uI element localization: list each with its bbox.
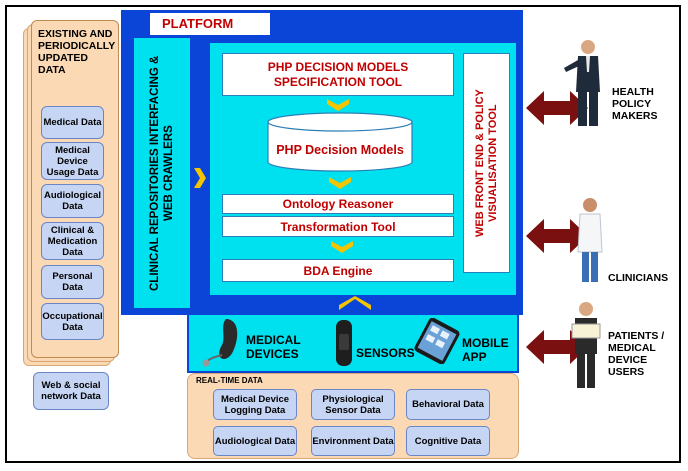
decision-models-label: PHP Decision Models	[276, 143, 404, 157]
chevron-right-icon	[194, 168, 206, 188]
mobile-app-label: MOBILE APP	[462, 336, 509, 364]
web-front-label: WEB FRONT END & POLICY VISUALISATION TOO…	[473, 89, 499, 237]
bda-engine-box: BDA Engine	[222, 259, 454, 282]
clinician-figure	[577, 198, 603, 282]
existing-item-3: Clinical & Medication Data	[41, 222, 104, 260]
patient-figure	[571, 302, 601, 388]
devices-panel	[187, 313, 519, 373]
chevron-down-icon	[331, 241, 353, 253]
double-arrow-icon	[526, 219, 588, 253]
transformation-box: Transformation Tool	[222, 216, 454, 237]
realtime-item-4: Environment Data	[311, 426, 395, 456]
web-social-box: Web & social network Data	[33, 372, 109, 410]
chevron-down-icon	[329, 177, 351, 189]
policy-maker-figure	[564, 40, 600, 126]
double-arrow-icon	[526, 91, 588, 125]
sensors-label: SENSORS	[356, 346, 415, 360]
existing-item-5: Occupational Data	[41, 303, 104, 340]
realtime-title: REAL-TIME DATA	[196, 376, 263, 385]
existing-item-2: Audiological Data	[41, 184, 104, 218]
existing-item-0: Medical Data	[41, 106, 104, 139]
crawlers-panel: CLINICAL REPOSITORIES INTERFACING & WEB …	[134, 38, 190, 308]
existing-item-1: Medical Device Usage Data	[41, 142, 104, 180]
platform-title: PLATFORM	[150, 13, 270, 35]
policy-makers-label: HEALTH POLICY MAKERS	[612, 86, 658, 122]
clinicians-label: CLINICIANS	[608, 272, 669, 284]
chevron-down-icon	[327, 99, 349, 111]
realtime-item-3: Audiological Data	[213, 426, 297, 456]
realtime-item-5: Cognitive Data	[406, 426, 490, 456]
existing-data-title: EXISTING AND PERIODICALLY UPDATED DATA	[38, 28, 116, 76]
web-front-panel: WEB FRONT END & POLICY VISUALISATION TOO…	[463, 53, 510, 273]
smartphone-icon	[414, 318, 460, 364]
patients-label: PATIENTS / MEDICAL DEVICE USERS	[608, 330, 665, 378]
chevron-up-icon	[339, 296, 371, 310]
realtime-item-1: Physiological Sensor Data	[311, 389, 395, 420]
database-icon	[267, 112, 413, 172]
realtime-item-0: Medical Device Logging Data	[213, 389, 297, 420]
fitness-band-icon	[336, 320, 352, 366]
crawlers-label: CLINICAL REPOSITORIES INTERFACING & WEB …	[149, 55, 175, 291]
medical-devices-label: MEDICAL DEVICES	[246, 333, 301, 361]
ontology-box: Ontology Reasoner	[222, 194, 454, 214]
hearing-aid-icon	[202, 319, 238, 367]
realtime-item-2: Behavioral Data	[406, 389, 490, 420]
spec-tool-box: PHP DECISION MODELS SPECIFICATION TOOL	[222, 53, 454, 96]
existing-item-4: Personal Data	[41, 265, 104, 299]
